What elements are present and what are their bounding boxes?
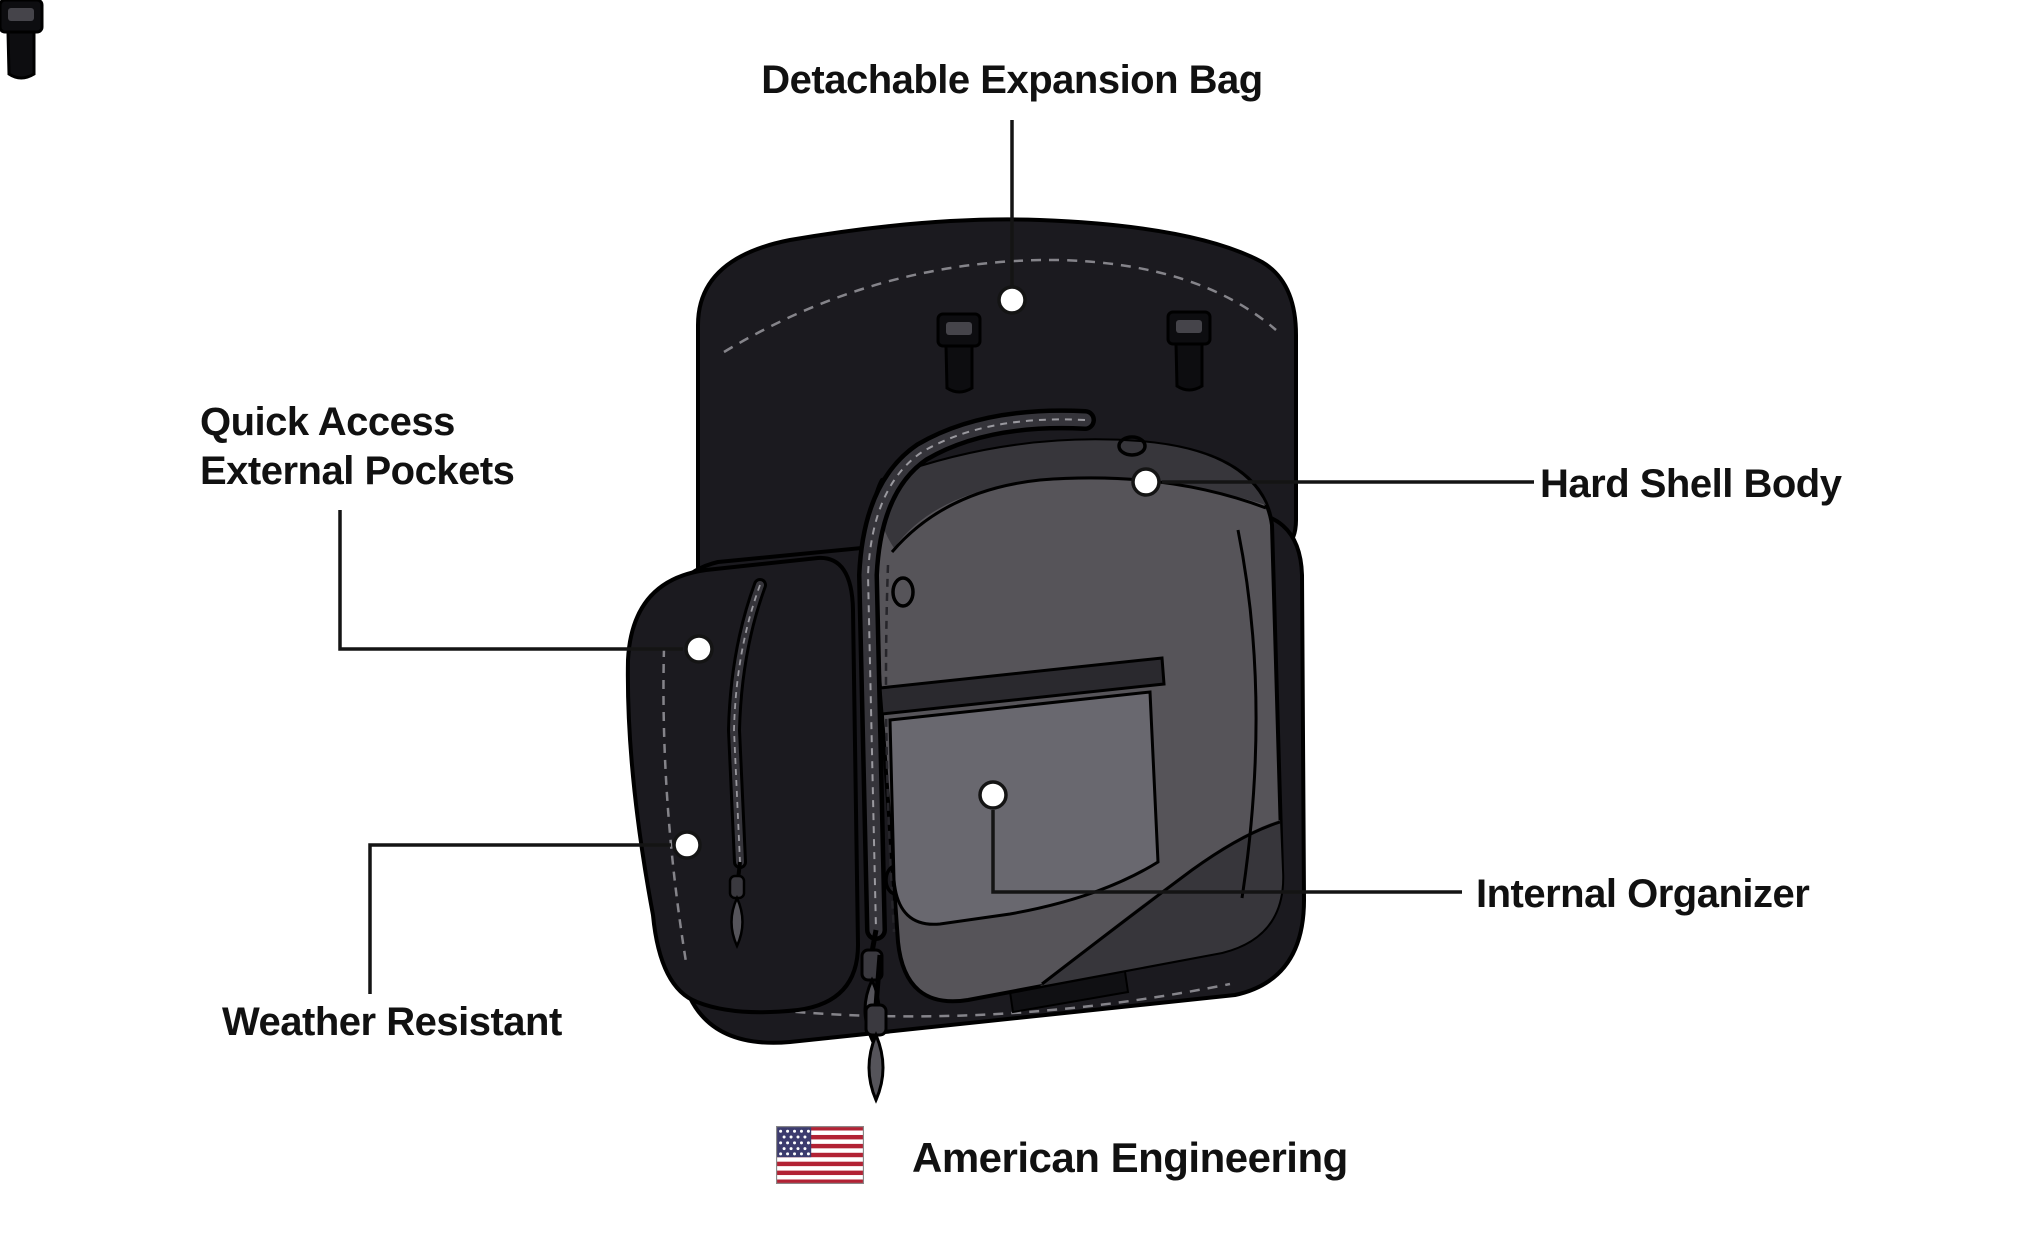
us-flag-icon <box>776 1126 864 1184</box>
footer-label: American Engineering <box>912 1134 1348 1181</box>
callout-connectors <box>338 120 1534 994</box>
callout-point-internal-organizer <box>978 780 1008 810</box>
main-zipper <box>856 408 1096 1104</box>
callout-line-weather-resistant <box>368 843 671 994</box>
callout-line-internal-organizer <box>991 810 1462 894</box>
callout-label-external-pockets: Quick Access External Pockets <box>200 400 515 493</box>
d-ring-icon <box>891 576 915 608</box>
callout-point-external-pockets <box>684 634 714 664</box>
callout-label-hard-shell: Hard Shell Body <box>1540 462 1842 506</box>
pocket-zipper <box>726 578 767 950</box>
zipper-pull-icon <box>728 861 746 950</box>
callout-point-weather-resistant <box>672 830 702 860</box>
callout-label-expansion-bag: Detachable Expansion Bag <box>761 58 1263 102</box>
callout-label-internal-organizer: Internal Organizer <box>1476 872 1810 916</box>
callout-line-external-pockets <box>338 510 683 651</box>
callout-point-expansion-bag <box>997 285 1027 315</box>
buckle-icon <box>0 0 44 80</box>
d-ring-icon <box>1117 435 1147 457</box>
zipper-pull-icon <box>864 954 888 1104</box>
callout-label-weather-resistant: Weather Resistant <box>222 1000 562 1044</box>
callout-point-hard-shell <box>1131 467 1161 497</box>
callout-points <box>672 285 1161 860</box>
bag <box>0 0 1306 1104</box>
